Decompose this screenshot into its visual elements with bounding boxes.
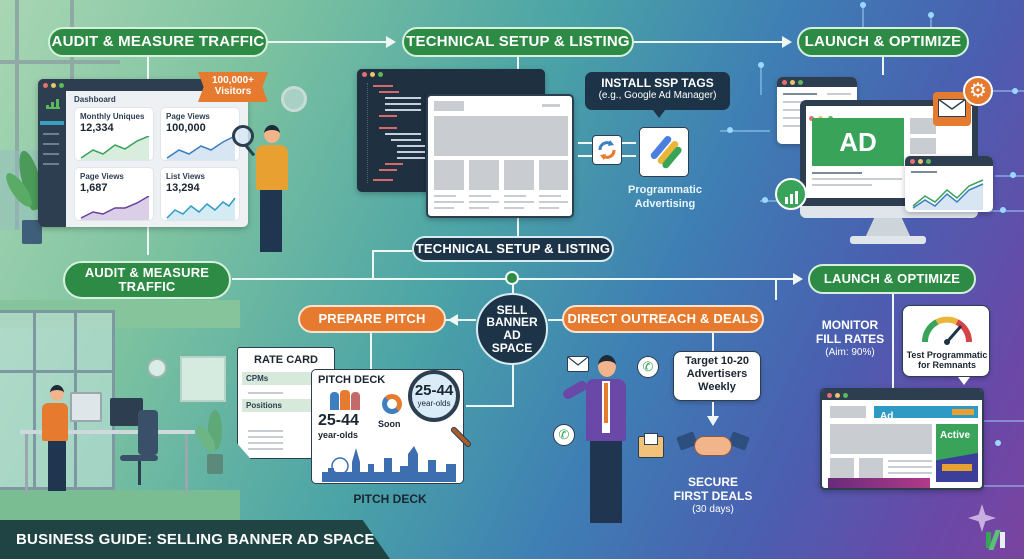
growth-badge-icon [775,178,807,210]
phone-call-icon: ✆ [553,424,575,446]
city-skyline-icon [322,446,456,482]
ad-banner: AD [812,118,904,166]
monitor-fill-rates: MONITOR FILL RATES (Aim: 90%) [815,318,885,358]
metric-card-page-views[interactable]: Page Views 100,000 [160,107,240,161]
guide-title: BUSINESS GUIDE: SELLING BANNER AD SPACE [16,531,375,548]
step-launch-optimize[interactable]: LAUNCH & OPTIMIZE [797,27,969,57]
arrow-left-icon [448,314,458,326]
connector [517,55,519,70]
magnifier-icon: 25-44 year-olds [408,370,460,422]
arrow-down-icon [707,416,719,426]
active-ad-site-window: Ad Active [820,388,984,490]
growth-chart-window [905,156,993,212]
branch-audit-measure-traffic[interactable]: AUDIT & MEASURE TRAFFIC [63,261,231,299]
connector [892,292,894,392]
target-advertisers-callout: Target 10-20 Advertisers Weekly [673,351,761,401]
visitors-badge: 100,000+ Visitors [198,72,268,102]
connector [372,250,412,252]
step-technical-setup-listing[interactable]: TECHNICAL SETUP & LISTING [402,27,634,57]
junction-dot [505,271,519,285]
branch-prepare-pitch[interactable]: PREPARE PITCH [298,305,446,333]
office-scene [0,300,240,525]
rate-card-row-cpms: CPMs [242,372,330,385]
monitor-stand [865,218,911,238]
arrow-right-icon [386,36,396,48]
monitor-icon [110,398,143,426]
metric-card-monthly-uniques[interactable]: Monthly Uniques 12,334 [74,107,154,161]
arrow-right-icon [793,273,803,285]
dashboard-sidebar [38,91,66,227]
step-audit-measure-traffic[interactable]: AUDIT & MEASURE TRAFFIC [48,27,268,57]
connector [775,278,777,300]
google-ad-manager-logo [639,127,689,177]
person-at-desk [42,385,70,495]
clock-icon [281,86,307,112]
plant-icon [193,410,230,476]
donut-chart-icon [382,394,402,414]
email-icon [567,356,589,372]
sync-icon [592,135,622,165]
line-chart-icon [80,196,150,220]
connector [512,278,514,298]
audience-icon [330,390,360,412]
ad-label-banner: Ad [874,406,978,422]
ssp-tags-callout: INSTALL SSP TAGS (e.g., Google Ad Manage… [585,72,730,118]
branch-direct-outreach-deals[interactable]: DIRECT OUTREACH & DEALS [562,305,764,333]
line-chart-icon [166,136,236,160]
programmatic-caption: Programmatic Advertising [628,184,702,210]
connector [517,215,519,237]
branch-launch-optimize[interactable]: LAUNCH & OPTIMIZE [808,264,976,294]
plant-icon [1,148,50,245]
arrow-right-icon [782,36,792,48]
dashboard-title: Dashboard [74,95,116,104]
pitch-deck-caption: PITCH DECK [353,492,427,506]
website-wireframe [426,94,574,218]
connector [548,319,568,321]
rate-card-row-positions: Positions [242,399,330,412]
gauge-icon [922,316,972,345]
promo-banner-bar [828,478,930,488]
handshake-icon [676,426,750,462]
wall-clock-icon [147,358,167,378]
connector [232,278,572,280]
branch-technical-setup-listing[interactable]: TECHNICAL SETUP & LISTING [412,236,614,262]
connector [712,333,714,353]
center-node-sell-banner-ad-space[interactable]: SELL BANNER AD SPACE [476,293,548,365]
businessman-on-phone [561,355,640,530]
connector [520,278,775,280]
office-chair [120,410,160,490]
connector [268,41,388,43]
wall-chart-icon [180,356,226,402]
dashboard-window: Dashboard Monthly Uniques 12,334 Page Vi… [38,79,248,227]
brand-logo-icon [986,528,1008,550]
person-analyst [232,125,300,260]
bar-chart-icon [46,99,60,109]
magnifier-icon [232,125,254,147]
connector [372,250,374,278]
metric-card-list-views[interactable]: List Views 13,294 [160,167,240,221]
line-chart-icon [912,179,984,210]
connector [775,278,795,280]
connector [512,355,514,405]
connector [882,55,884,75]
metric-card-page-views-2[interactable]: Page Views 1,687 [74,167,154,221]
code-lines [365,83,425,183]
active-status-panel: Active [936,424,978,482]
phone-call-icon: ✆ [637,356,659,378]
connector [634,41,784,43]
envelope-letter-icon [638,433,664,458]
secure-first-deals: SECURE FIRST DEALS (30 days) [673,475,753,515]
line-chart-icon [166,197,236,220]
monitor-icon [70,392,102,422]
settings-gear-icon: ⚙ [963,76,993,106]
connector [466,405,514,407]
guide-title-banner: BUSINESS GUIDE: SELLING BANNER AD SPACE [0,520,390,559]
test-programmatic-callout: Test Programmatic for Remnants [902,305,990,385]
line-chart-icon [80,136,150,160]
connector [370,333,372,373]
